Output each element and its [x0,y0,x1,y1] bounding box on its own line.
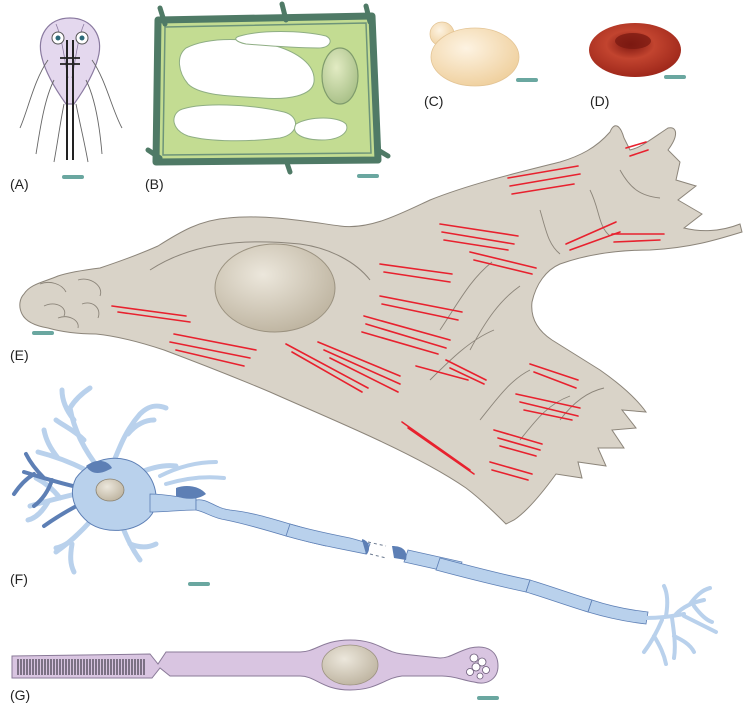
panel-label-g: (G) [10,687,30,703]
panel-label-d: (D) [590,93,609,109]
scale-bar-a [62,175,84,179]
panel-label-f: (F) [10,571,28,587]
scale-bar-b [357,174,379,178]
plant-cell [148,4,388,172]
yeast-cell [430,22,519,86]
scale-bar-c [516,78,538,82]
giardia-cell [20,18,122,162]
panel-label-a: (A) [10,176,29,192]
scale-bar-e [32,331,54,335]
neuron-axon [196,500,648,624]
panel-label-e: (E) [10,347,29,363]
panel-label-b: (B) [145,176,164,192]
scale-bar-g [477,696,499,700]
scale-bar-d [664,75,686,79]
axon-terminal [644,586,716,664]
scale-bar-f [188,582,210,586]
panel-label-c: (C) [424,93,443,109]
rod-photoreceptor [12,640,498,690]
red-blood-cell [589,23,681,77]
